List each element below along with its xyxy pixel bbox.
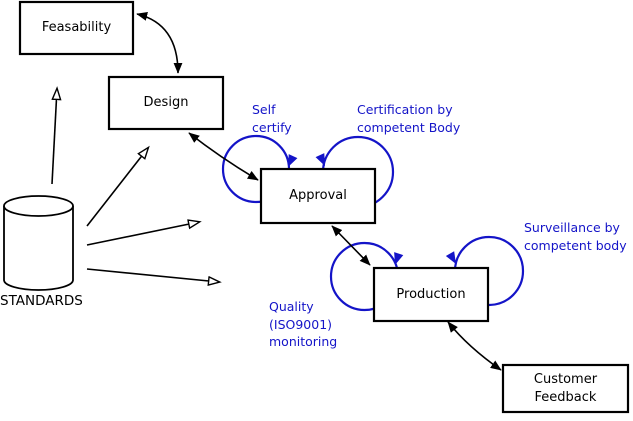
quality-arrowhead-icon [394,252,404,265]
customer-feedback-node-label: Customer Feedback [533,371,598,405]
certification-annotation: Certification by competent Body [357,102,461,135]
self-certify-arrowhead-icon [288,154,298,167]
design-approval-arrow [188,132,259,181]
customer-feedback-node-box [501,363,630,414]
approval-node-label: Approval [289,188,347,204]
standards-approval-arrow [86,222,199,246]
standards-design-arrow [86,148,148,227]
certification-arrowhead-icon [315,153,325,166]
self-certify-annotation: Self certify [252,102,292,135]
feasability-design-arrow [136,12,183,74]
production-node-label: Production [396,286,466,302]
approval-production-arrow [331,225,371,266]
standards-cylinder-top [3,195,74,217]
quality-annotation: Quality (ISO9001) monitoring [269,299,338,349]
standards-production-arrow [86,268,219,282]
design-node-box [107,75,225,131]
production-feedback-arrow [447,321,502,371]
surveillance-annotation: Surveillance by competent body [524,220,627,253]
standards-feasability-arrow [51,89,57,185]
standards-cylinder-body [3,206,74,291]
surveillance-arrowhead-icon [445,251,456,264]
standards-label: STANDARDS [0,293,83,309]
feasability-node-box [18,0,135,56]
production-node-box [372,266,490,323]
feasability-node-label: Feasability [41,20,112,36]
design-node-label: Design [143,95,189,111]
approval-node-box [259,167,377,225]
